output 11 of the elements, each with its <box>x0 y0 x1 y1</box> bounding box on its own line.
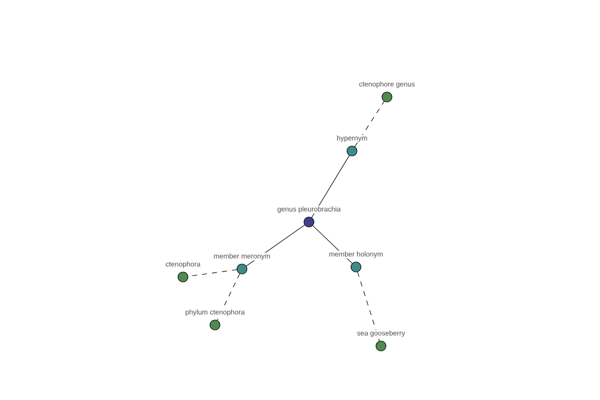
graph-node <box>178 272 188 282</box>
graph-node <box>376 340 386 352</box>
connector-line <box>311 155 350 218</box>
graph-node <box>382 92 392 102</box>
graph-node <box>236 264 248 274</box>
graph-node <box>350 262 362 272</box>
graph-node <box>304 216 314 228</box>
graph-node <box>210 320 220 330</box>
graph-node <box>346 146 358 156</box>
connector-line <box>354 101 384 147</box>
connector-line <box>357 272 380 342</box>
